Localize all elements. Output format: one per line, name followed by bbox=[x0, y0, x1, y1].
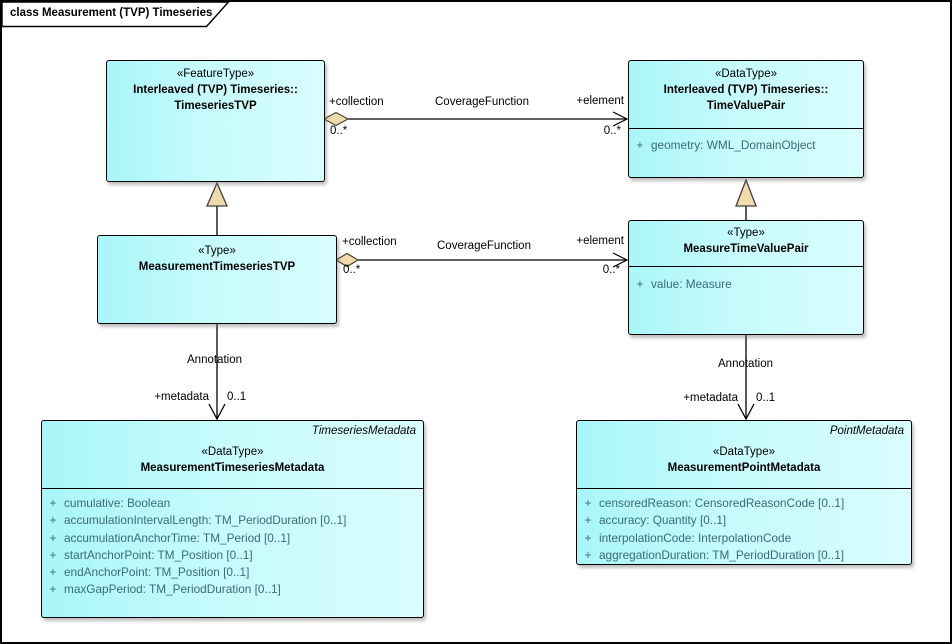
attribute-text: accumulationAnchorTime: TM_Period [0..1] bbox=[64, 530, 291, 545]
association-name-label: CoverageFunction bbox=[437, 240, 531, 252]
attribute-text: maxGapPeriod: TM_PeriodDuration [0..1] bbox=[64, 582, 281, 597]
visibility-marker: + bbox=[584, 513, 592, 528]
class-name: Interleaved (TVP) Timeseries:: bbox=[663, 84, 829, 96]
open-arrowhead-icon bbox=[208, 403, 226, 421]
attributes-compartment: + geometry: WML_DomainObject bbox=[629, 128, 863, 177]
class-name: MeasurementTimeseriesMetadata bbox=[140, 462, 325, 474]
stereotype-label: «DataType» bbox=[201, 446, 264, 458]
attribute-row: + accumulationIntervalLength: TM_PeriodD… bbox=[42, 512, 423, 529]
target-role-label: +metadata bbox=[154, 391, 209, 403]
dependency-name-label: Annotation bbox=[187, 354, 242, 366]
attribute-row: + startAnchorPoint: TM_Position [0..1] bbox=[42, 547, 423, 564]
classifier-corner-label: PointMetadata bbox=[829, 425, 904, 437]
visibility-marker: + bbox=[49, 582, 57, 597]
class-box-timeseries-tvp[interactable]: «FeatureType» Interleaved (TVP) Timeseri… bbox=[106, 60, 325, 182]
target-multiplicity-label: 0..* bbox=[602, 264, 620, 276]
source-role-label: +collection bbox=[342, 236, 397, 248]
class-name: MeasureTimeValuePair bbox=[683, 243, 809, 255]
visibility-marker: + bbox=[636, 277, 644, 291]
visibility-marker: + bbox=[49, 496, 57, 510]
stereotype-label: «Type» bbox=[727, 227, 765, 239]
class-name: Interleaved (TVP) Timeseries:: bbox=[133, 84, 298, 96]
annotation-link-right[interactable] bbox=[737, 335, 755, 421]
target-role-label: +element bbox=[576, 95, 624, 107]
association-name-label: CoverageFunction bbox=[435, 96, 529, 108]
generalization-triangle-icon bbox=[206, 181, 228, 207]
stereotype-label: «Type» bbox=[198, 245, 236, 257]
visibility-marker: + bbox=[584, 496, 592, 510]
attribute-text: interpolationCode: InterpolationCode bbox=[599, 530, 792, 545]
class-box-measurement-timeseries-metadata[interactable]: TimeseriesMetadata «DataType» Measuremen… bbox=[41, 420, 424, 618]
open-arrowhead-icon bbox=[612, 111, 629, 127]
stereotype-label: «FeatureType» bbox=[176, 68, 255, 80]
attribute-text: geometry: WML_DomainObject bbox=[651, 138, 816, 152]
attribute-row: + maxGapPeriod: TM_PeriodDuration [0..1] bbox=[42, 581, 423, 598]
attribute-text: accumulationIntervalLength: TM_PeriodDur… bbox=[64, 513, 347, 528]
class-box-measurement-timeseries-tvp[interactable]: «Type» MeasurementTimeseriesTVP bbox=[97, 235, 337, 324]
attribute-row: + censoredReason: CensoredReasonCode [0.… bbox=[577, 495, 911, 512]
visibility-marker: + bbox=[49, 547, 57, 562]
attribute-row: + aggregationDuration: TM_PeriodDuration… bbox=[577, 547, 911, 564]
class-box-time-value-pair[interactable]: «DataType» Interleaved (TVP) Timeseries:… bbox=[628, 60, 864, 178]
class-box-measure-time-value-pair[interactable]: «Type» MeasureTimeValuePair + value: Mea… bbox=[628, 220, 864, 335]
class-name: MeasurementTimeseriesTVP bbox=[138, 261, 296, 273]
source-role-label: +collection bbox=[329, 96, 384, 108]
attribute-text: aggregationDuration: TM_PeriodDuration [… bbox=[599, 547, 845, 562]
visibility-marker: + bbox=[49, 530, 57, 545]
stereotype-label: «DataType» bbox=[712, 446, 775, 458]
attribute-row: + interpolationCode: InterpolationCode bbox=[577, 530, 911, 547]
class-name-line2: TimeValuePair bbox=[706, 100, 786, 112]
attribute-row: + geometry: WML_DomainObject bbox=[629, 137, 863, 154]
generalization-left[interactable] bbox=[206, 181, 228, 235]
diagram-title: class Measurement (TVP) Timeseries bbox=[10, 7, 213, 19]
association-coveragefunction-top[interactable] bbox=[322, 111, 629, 127]
attribute-text: value: Measure bbox=[651, 277, 732, 291]
annotation-link-left[interactable] bbox=[208, 324, 226, 421]
target-role-label: +metadata bbox=[683, 392, 738, 404]
generalization-right[interactable] bbox=[735, 178, 757, 220]
visibility-marker: + bbox=[584, 547, 592, 562]
aggregation-diamond-icon bbox=[322, 111, 350, 127]
attribute-text: startAnchorPoint: TM_Position [0..1] bbox=[64, 547, 253, 562]
attribute-row: + cumulative: Boolean bbox=[42, 495, 423, 512]
visibility-marker: + bbox=[49, 565, 57, 580]
attributes-compartment: + cumulative: Boolean + accumulationInte… bbox=[42, 488, 423, 617]
attributes-compartment: + censoredReason: CensoredReasonCode [0.… bbox=[577, 488, 911, 564]
class-name: MeasurementPointMetadata bbox=[667, 462, 821, 474]
attribute-text: cumulative: Boolean bbox=[64, 496, 171, 510]
source-multiplicity-label: 0..* bbox=[343, 264, 361, 276]
visibility-marker: + bbox=[584, 530, 592, 545]
attribute-text: accuracy: Quantity [0..1] bbox=[599, 513, 727, 528]
stereotype-label: «DataType» bbox=[714, 68, 777, 80]
target-multiplicity-label: 0..1 bbox=[756, 392, 776, 404]
classifier-corner-label: TimeseriesMetadata bbox=[311, 425, 416, 437]
class-name-line2: TimeseriesTVP bbox=[174, 100, 257, 112]
attribute-row: + accuracy: Quantity [0..1] bbox=[577, 512, 911, 529]
attribute-text: censoredReason: CensoredReasonCode [0..1… bbox=[599, 496, 845, 510]
attribute-row: + value: Measure bbox=[629, 276, 863, 293]
target-role-label: +element bbox=[576, 235, 624, 247]
target-multiplicity-label: 0..* bbox=[603, 125, 621, 137]
frame-tab-shape bbox=[2, 2, 230, 28]
open-arrowhead-icon bbox=[737, 403, 755, 421]
attribute-row: + accumulationAnchorTime: TM_Period [0..… bbox=[42, 530, 423, 547]
class-box-measurement-point-metadata[interactable]: PointMetadata «DataType» MeasurementPoin… bbox=[576, 420, 912, 565]
attribute-row: + endAnchorPoint: TM_Position [0..1] bbox=[42, 564, 423, 581]
visibility-marker: + bbox=[636, 138, 644, 152]
generalization-triangle-icon bbox=[735, 178, 757, 207]
association-coveragefunction-mid[interactable] bbox=[334, 252, 629, 268]
dependency-name-label: Annotation bbox=[718, 358, 773, 370]
source-multiplicity-label: 0..* bbox=[330, 125, 348, 137]
visibility-marker: + bbox=[49, 513, 57, 528]
target-multiplicity-label: 0..1 bbox=[227, 391, 247, 403]
attributes-compartment: + value: Measure bbox=[629, 266, 863, 334]
attribute-text: endAnchorPoint: TM_Position [0..1] bbox=[64, 565, 250, 580]
